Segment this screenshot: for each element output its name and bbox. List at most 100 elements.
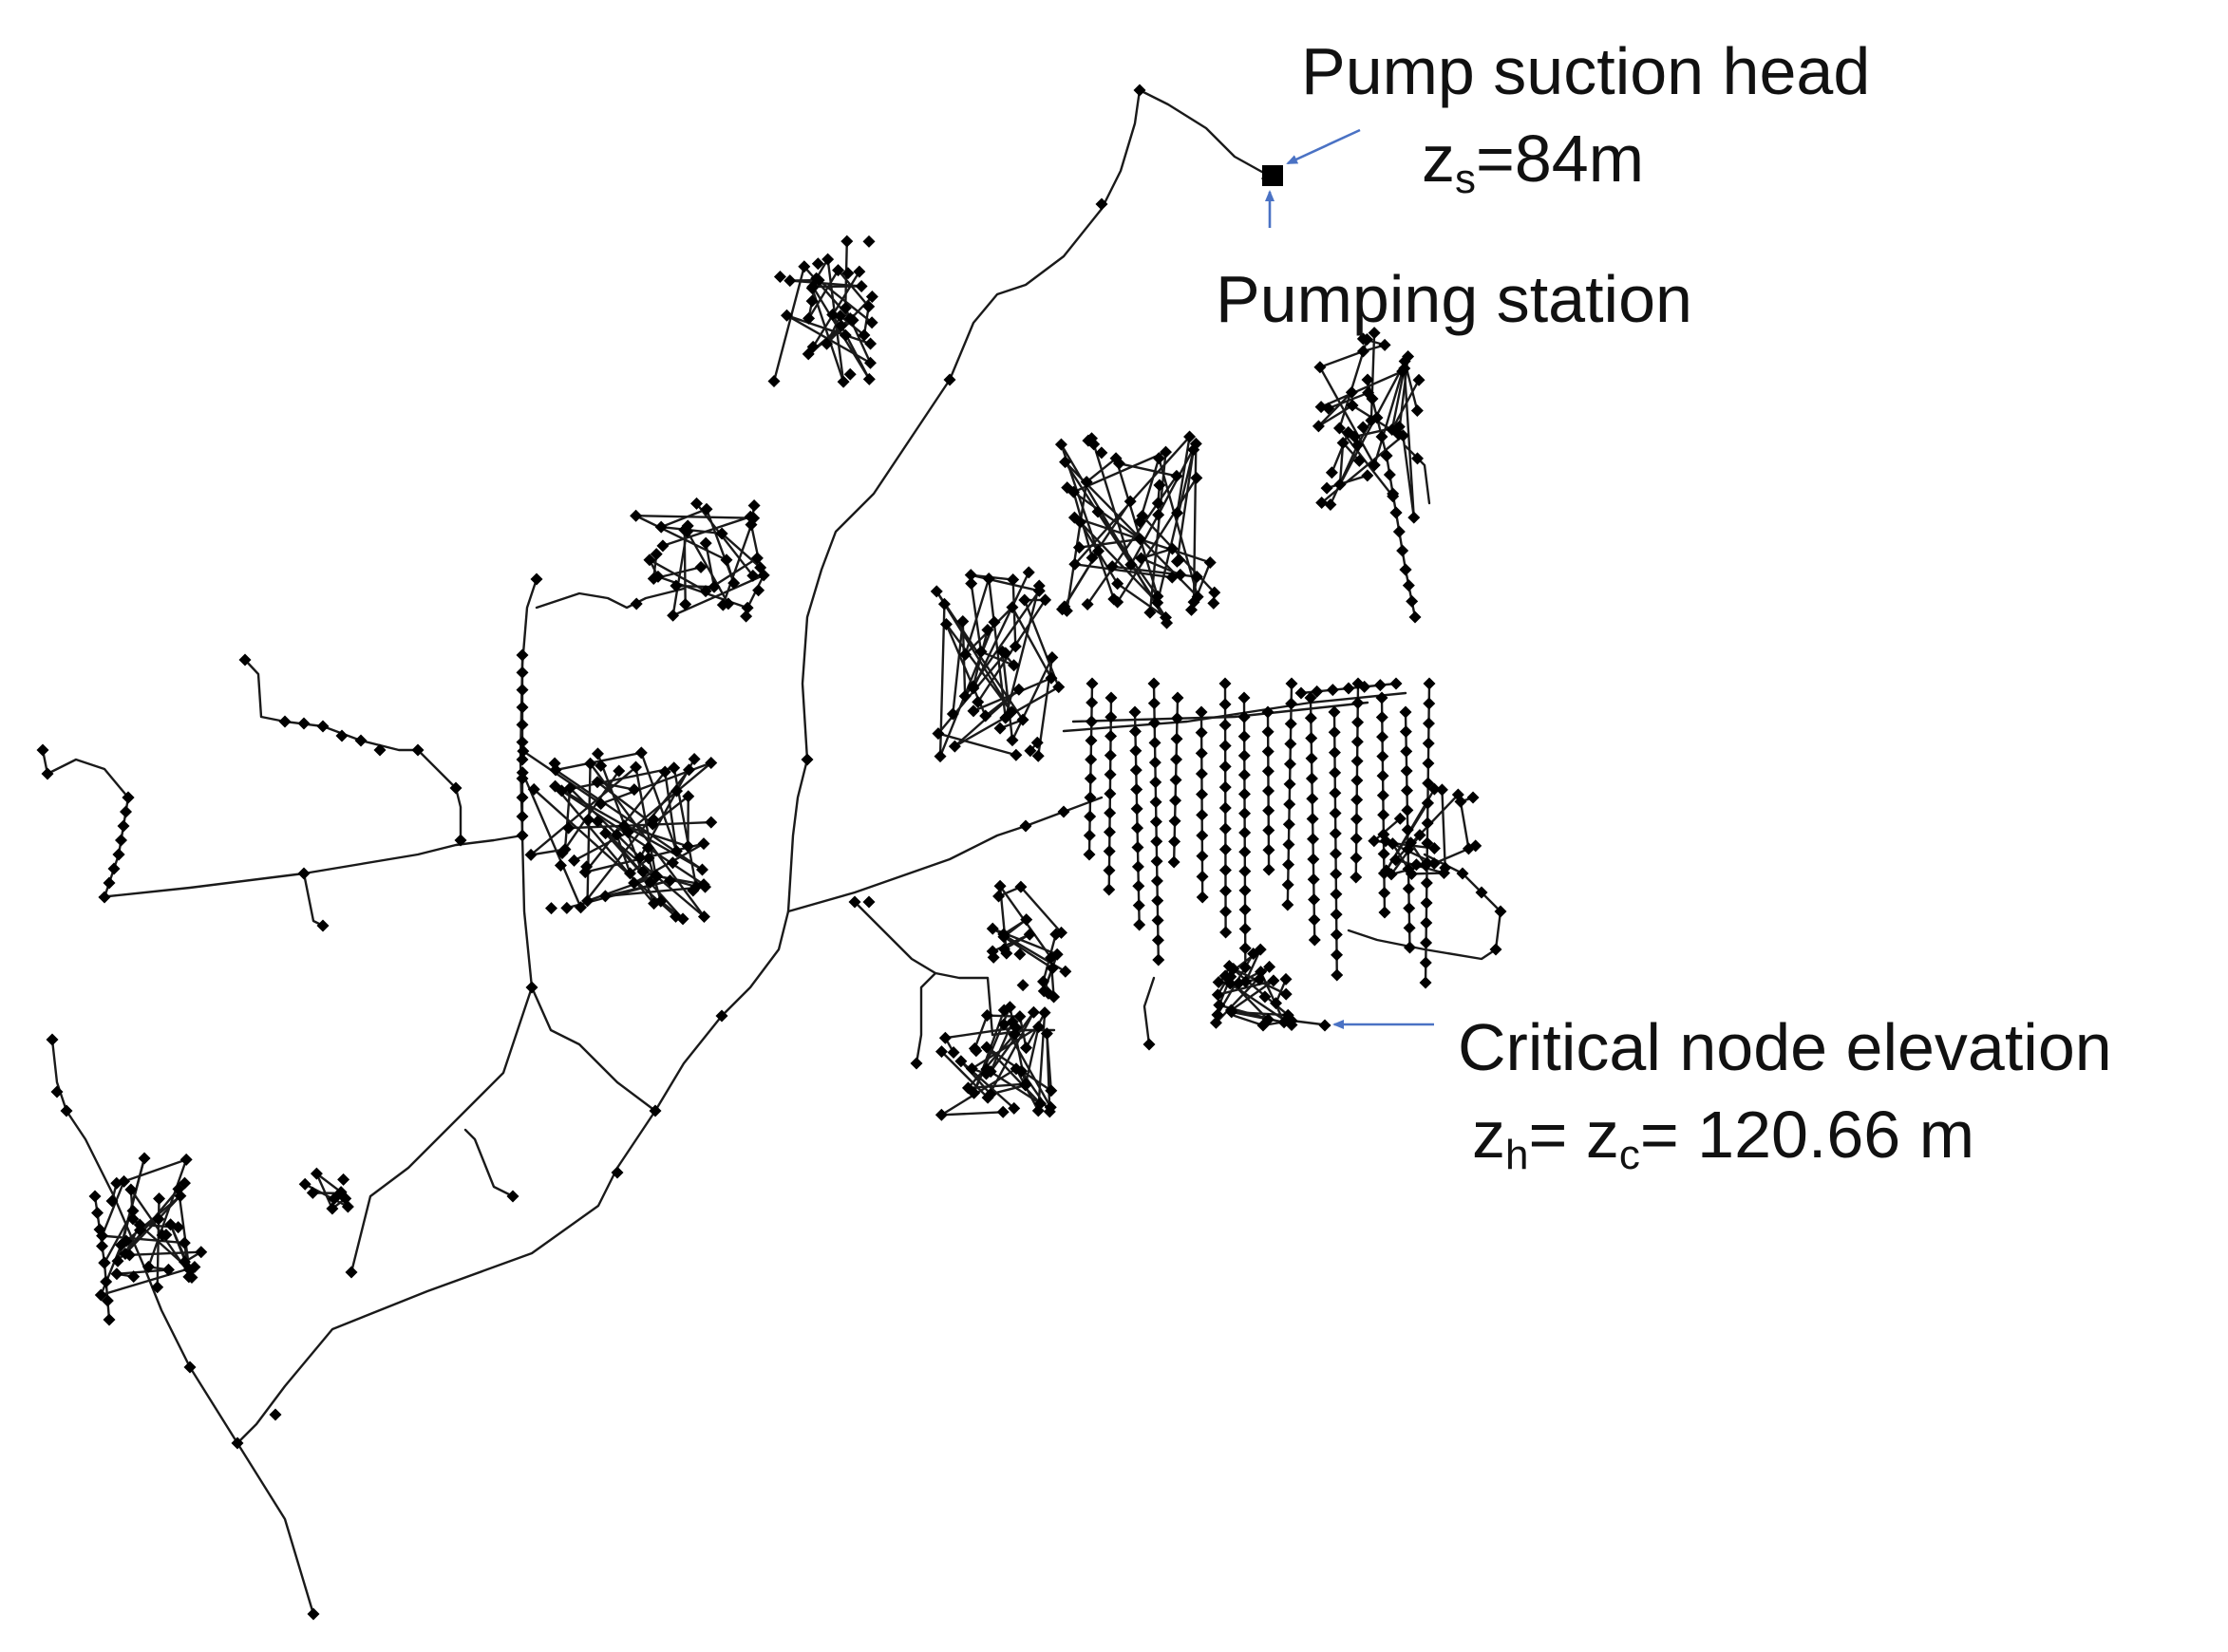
node-marker	[1345, 385, 1358, 399]
node-marker	[984, 1065, 997, 1079]
node-marker	[1330, 867, 1343, 880]
node-marker	[1262, 804, 1275, 817]
cluster-pipe	[1096, 510, 1160, 598]
node-marker	[160, 1229, 173, 1242]
node-marker	[858, 329, 871, 342]
cluster-pipe	[988, 577, 1007, 720]
node-marker	[1351, 716, 1365, 729]
node-marker	[699, 536, 712, 550]
node-marker	[932, 727, 945, 741]
node-marker	[1019, 1079, 1032, 1092]
node-marker	[1462, 842, 1475, 855]
node-marker	[581, 894, 595, 908]
node-marker	[562, 821, 576, 835]
node-marker	[1135, 552, 1148, 565]
node-marker	[1105, 560, 1119, 573]
cluster-pipe	[970, 573, 1041, 592]
cluster-pipe	[1317, 390, 1353, 428]
node-marker	[1190, 571, 1203, 584]
node-marker	[1196, 788, 1209, 801]
node-marker	[307, 1607, 320, 1621]
node-marker	[1153, 479, 1166, 492]
node-marker	[1279, 972, 1293, 986]
node-marker	[1306, 792, 1319, 805]
node-marker	[1218, 801, 1232, 815]
node-marker	[530, 573, 543, 586]
node-marker	[1085, 715, 1098, 728]
node-marker	[151, 1281, 164, 1294]
node-marker	[1350, 871, 1363, 884]
cluster-pipe	[115, 1268, 170, 1276]
node-marker	[663, 874, 676, 888]
node-marker	[1148, 756, 1161, 769]
node-marker	[1456, 867, 1469, 880]
cluster-pipe	[1327, 391, 1369, 410]
cluster-pipe	[1019, 885, 1063, 934]
node-marker	[1148, 717, 1161, 730]
cluster-pipe	[1373, 369, 1404, 467]
node-marker	[1281, 898, 1294, 911]
southwest-stub	[463, 1128, 515, 1198]
node-marker	[682, 790, 695, 803]
cluster-pipe	[1086, 475, 1179, 606]
node-marker	[1281, 878, 1294, 892]
cluster-pipe	[785, 314, 872, 346]
node-marker	[161, 1263, 175, 1276]
node-marker	[1151, 497, 1164, 510]
node-marker	[1147, 677, 1161, 690]
node-marker	[117, 819, 130, 833]
node-marker	[965, 577, 978, 591]
node-marker	[806, 340, 820, 353]
cluster-pipe	[634, 515, 728, 561]
critical-symbol-h: z	[1472, 1098, 1505, 1172]
node-marker	[1331, 948, 1344, 962]
node-marker	[750, 552, 764, 565]
node-marker	[826, 308, 840, 321]
node-marker	[1209, 1016, 1222, 1029]
cluster-pipe	[1010, 656, 1054, 742]
node-marker	[1008, 1101, 1021, 1115]
node-marker	[1006, 734, 1019, 747]
node-marker	[1325, 466, 1338, 479]
node-marker	[1420, 896, 1433, 910]
node-marker	[1170, 753, 1183, 766]
node-marker	[1305, 732, 1318, 744]
node-marker	[1358, 680, 1371, 693]
node-marker	[1238, 942, 1252, 955]
node-marker	[1311, 685, 1324, 698]
node-marker	[1133, 84, 1146, 97]
node-marker	[1238, 884, 1252, 897]
node-marker	[1400, 784, 1413, 798]
node-marker	[741, 601, 754, 614]
node-marker	[120, 805, 132, 818]
node-marker	[1350, 852, 1363, 865]
node-marker	[178, 1176, 191, 1190]
node-marker	[93, 1223, 106, 1236]
node-marker	[1489, 943, 1502, 956]
node-marker	[1389, 506, 1403, 519]
node-marker	[1377, 847, 1390, 860]
cluster-pipe	[940, 1050, 990, 1099]
grid-row-2	[1071, 701, 1369, 723]
node-marker	[516, 753, 529, 766]
cluster-pipe	[1114, 457, 1160, 598]
node-marker	[865, 316, 878, 329]
node-marker	[133, 1218, 146, 1231]
node-marker	[1143, 606, 1157, 619]
node-marker	[1329, 807, 1342, 820]
node-marker	[297, 867, 311, 880]
node-marker	[111, 1254, 124, 1267]
node-marker	[1165, 542, 1179, 555]
node-marker	[1238, 826, 1252, 839]
node-marker	[1038, 1006, 1051, 1020]
node-marker	[1111, 595, 1124, 609]
critical-value: = 120.66 m	[1639, 1098, 1974, 1172]
node-marker	[1306, 813, 1319, 825]
node-marker	[1328, 746, 1341, 760]
node-marker	[298, 1177, 312, 1191]
node-marker	[1350, 439, 1364, 452]
node-marker	[1130, 802, 1143, 816]
node-marker	[1304, 691, 1317, 704]
node-marker	[1475, 886, 1488, 899]
